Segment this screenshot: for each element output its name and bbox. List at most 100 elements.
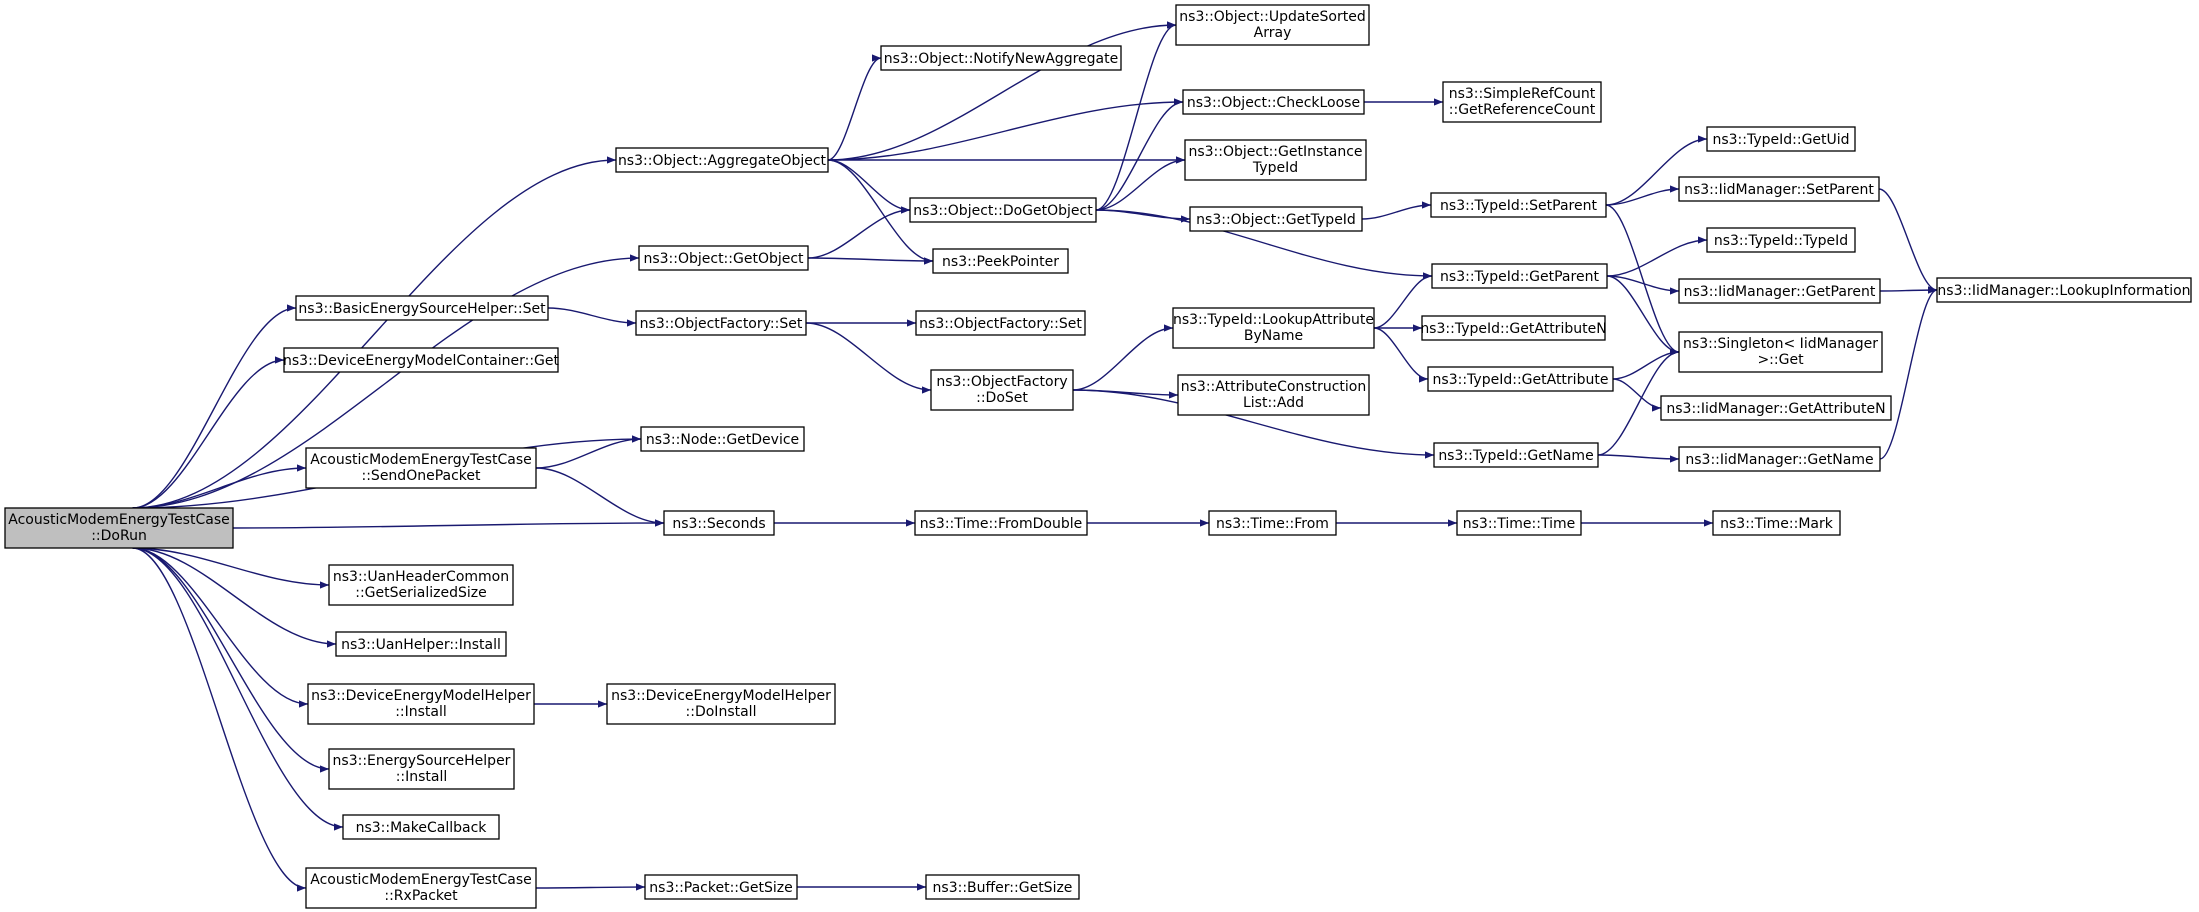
node-ns3-peekpointer[interactable]: ns3::PeekPointer bbox=[932, 248, 1069, 274]
node-label-line: ns3::Object::CheckLoose bbox=[1187, 95, 1360, 111]
node-ns3-iidmanager-getname[interactable]: ns3::IidManager::GetName bbox=[1678, 446, 1881, 472]
node-box bbox=[4, 507, 234, 549]
node-box bbox=[915, 310, 1086, 336]
node-ns3-deviceenergymodelcontainer-get[interactable]: ns3::DeviceEnergyModelContainer::Get bbox=[283, 347, 559, 373]
node-ns3-uanhelper-install[interactable]: ns3::UanHelper::Install bbox=[335, 631, 507, 657]
node-label-line: ns3::TypeId::GetUid bbox=[1712, 132, 1849, 148]
node-label-line: ns3::Object::AggregateObject bbox=[618, 153, 827, 169]
node-ns3-node-getdevice[interactable]: ns3::Node::GetDevice bbox=[640, 426, 805, 452]
node-ns3-energysourcehelper-install[interactable]: ns3::EnergySourceHelper::Install bbox=[328, 748, 515, 790]
node-ns3-typeid-getparent[interactable]: ns3::TypeId::GetParent bbox=[1431, 263, 1608, 289]
node-ns3-iidmanager-getparent[interactable]: ns3::IidManager::GetParent bbox=[1678, 278, 1881, 304]
node-ns3-packet-getsize[interactable]: ns3::Packet::GetSize bbox=[644, 874, 798, 900]
node-ns3-uanheadercommon-getserializedsize[interactable]: ns3::UanHeaderCommon::GetSerializedSize bbox=[328, 564, 514, 606]
node-label-line: ns3::AttributeConstruction bbox=[1181, 379, 1366, 395]
node-label-line: ns3::IidManager::LookupInformation bbox=[1937, 283, 2190, 299]
edge-getobject-to-dogetobject bbox=[807, 206, 911, 259]
node-label-line: ns3::IidManager::GetParent bbox=[1684, 284, 1876, 300]
node-box bbox=[283, 347, 559, 373]
node-ns3-typeid-getuid[interactable]: ns3::TypeId::GetUid bbox=[1706, 126, 1856, 152]
node-ns3-typeid-getattribute[interactable]: ns3::TypeId::GetAttribute bbox=[1427, 366, 1614, 392]
node-label-line: ns3::Node::GetDevice bbox=[646, 432, 799, 448]
node-ns3-time-fromdouble[interactable]: ns3::Time::FromDouble bbox=[914, 510, 1088, 536]
node-box bbox=[615, 147, 829, 173]
node-ns3-object-checkloose[interactable]: ns3::Object::CheckLoose bbox=[1182, 89, 1365, 115]
node-box bbox=[1678, 331, 1883, 373]
edge-root-to-esh_install bbox=[132, 547, 330, 773]
node-ns3-typeid-typeid[interactable]: ns3::TypeId::TypeId bbox=[1706, 227, 1856, 253]
edge-sendone-to-node_getdevice bbox=[535, 435, 642, 469]
edge-dogetobject-to-object_gettypeid bbox=[1095, 209, 1191, 223]
node-ns3-typeid-setparent[interactable]: ns3::TypeId::SetParent bbox=[1430, 192, 1607, 218]
node-ns3-time-time[interactable]: ns3::Time::Time bbox=[1456, 510, 1582, 536]
node-ns3-object-dogetobject[interactable]: ns3::Object::DoGetObject bbox=[909, 197, 1097, 223]
node-acousticmodemenergytestcase-sendonepacket[interactable]: AcousticModemEnergyTestCase::SendOnePack… bbox=[305, 447, 537, 489]
node-ns3-object-aggregateobject[interactable]: ns3::Object::AggregateObject bbox=[615, 147, 829, 173]
node-acousticmodemenergytestcase-rxpacket[interactable]: AcousticModemEnergyTestCase::RxPacket bbox=[305, 867, 537, 909]
node-ns3-basicenergysourcehelper-set[interactable]: ns3::BasicEnergySourceHelper::Set bbox=[295, 295, 549, 321]
node-label-line: List::Add bbox=[1243, 395, 1304, 411]
node-box bbox=[305, 867, 537, 909]
node-ns3-buffer-getsize[interactable]: ns3::Buffer::GetSize bbox=[925, 874, 1080, 900]
node-box bbox=[335, 631, 507, 657]
node-ns3-objectfactory-set[interactable]: ns3::ObjectFactory::Set bbox=[635, 310, 807, 336]
node-label-line: ns3::DeviceEnergyModelHelper bbox=[611, 688, 831, 704]
node-box bbox=[1430, 192, 1607, 218]
node-ns3-deviceenergymodelhelper-doinstall[interactable]: ns3::DeviceEnergyModelHelper::DoInstall bbox=[606, 683, 836, 725]
node-label-line: ns3::TypeId::TypeId bbox=[1714, 233, 1848, 249]
edge-dogetobject-to-updatesorted bbox=[1095, 21, 1177, 211]
node-ns3-deviceenergymodelhelper-install[interactable]: ns3::DeviceEnergyModelHelper::Install bbox=[307, 683, 535, 725]
edge-root-to-seconds bbox=[232, 519, 665, 529]
node-ns3-object-gettypeid[interactable]: ns3::Object::GetTypeId bbox=[1189, 206, 1363, 232]
node-box bbox=[1712, 510, 1841, 536]
nodes-layer: AcousticModemEnergyTestCase::DoRun ns3::O… bbox=[4, 4, 2192, 909]
node-box bbox=[1660, 395, 1892, 421]
node-box bbox=[1678, 176, 1880, 202]
node-ns3-time-from[interactable]: ns3::Time::From bbox=[1208, 510, 1337, 536]
node-ns3-iidmanager-getattributen[interactable]: ns3::IidManager::GetAttributeN bbox=[1660, 395, 1892, 421]
node-box bbox=[1175, 4, 1370, 46]
node-ns3-object-notifynewaggregate[interactable]: ns3::Object::NotifyNewAggregate bbox=[880, 45, 1122, 71]
node-ns3-makecallback[interactable]: ns3::MakeCallback bbox=[342, 814, 500, 840]
node-box bbox=[328, 748, 515, 790]
edge-typeid_setparent-to-typeid_getuid bbox=[1605, 135, 1708, 206]
edge-root-to-besh_set bbox=[132, 304, 297, 509]
node-ns3-objectfactory-doset[interactable]: ns3::ObjectFactory::DoSet bbox=[930, 369, 1074, 411]
node-box bbox=[1936, 277, 2192, 303]
node-ns3-typeid-getname[interactable]: ns3::TypeId::GetName bbox=[1433, 442, 1599, 468]
node-box bbox=[635, 310, 807, 336]
node-label-line: AcousticModemEnergyTestCase bbox=[310, 872, 531, 888]
node-ns3-singleton-iidmanager-get[interactable]: ns3::Singleton< IidManager >::Get bbox=[1678, 331, 1883, 373]
node-label-line: ns3::UanHelper::Install bbox=[341, 637, 501, 653]
node-box bbox=[1182, 89, 1365, 115]
node-ns3-iidmanager-lookupinformation[interactable]: ns3::IidManager::LookupInformation bbox=[1936, 277, 2192, 303]
node-box bbox=[342, 814, 500, 840]
node-box bbox=[1189, 206, 1363, 232]
node-label-line: ns3::Object::UpdateSorted bbox=[1179, 9, 1365, 25]
node-ns3-typeid-getattributen[interactable]: ns3::TypeId::GetAttributeN bbox=[1420, 315, 1607, 341]
node-box bbox=[932, 248, 1069, 274]
edge-root-to-aggregate bbox=[132, 156, 617, 509]
edge-lookupattr-to-typeid_getattr bbox=[1373, 327, 1429, 383]
edge-root-to-rxpacket bbox=[132, 547, 307, 892]
node-ns3-time-mark[interactable]: ns3::Time::Mark bbox=[1712, 510, 1841, 536]
node-label-line: TypeId bbox=[1252, 160, 1298, 176]
node-label-line: ns3::IidManager::GetName bbox=[1685, 452, 1873, 468]
node-label-line: ::SendOnePacket bbox=[362, 468, 482, 484]
node-ns3-iidmanager-setparent[interactable]: ns3::IidManager::SetParent bbox=[1678, 176, 1880, 202]
edge-dogetobject-to-typeid_getparent bbox=[1095, 209, 1433, 280]
node-label-line: ::GetSerializedSize bbox=[355, 585, 486, 601]
node-acousticmodemenergytestcase-dorun[interactable]: AcousticModemEnergyTestCase::DoRun bbox=[4, 507, 234, 549]
node-ns3-object-getobject[interactable]: ns3::Object::GetObject bbox=[638, 245, 809, 271]
edge-dogetobject-to-getinstancetypeid bbox=[1095, 156, 1186, 211]
node-ns3-objectfactory-set[interactable]: ns3::ObjectFactory::Set bbox=[915, 310, 1086, 336]
edge-iid_getname-to-iid_lookupinfo bbox=[1879, 286, 1938, 460]
node-ns3-simplerefcount-getreferencecount[interactable]: ns3::SimpleRefCount::GetReferenceCount bbox=[1442, 81, 1602, 123]
node-label-line: ns3::Time::Mark bbox=[1720, 516, 1834, 532]
node-ns3-seconds[interactable]: ns3::Seconds bbox=[663, 510, 775, 536]
node-box bbox=[1442, 81, 1602, 123]
